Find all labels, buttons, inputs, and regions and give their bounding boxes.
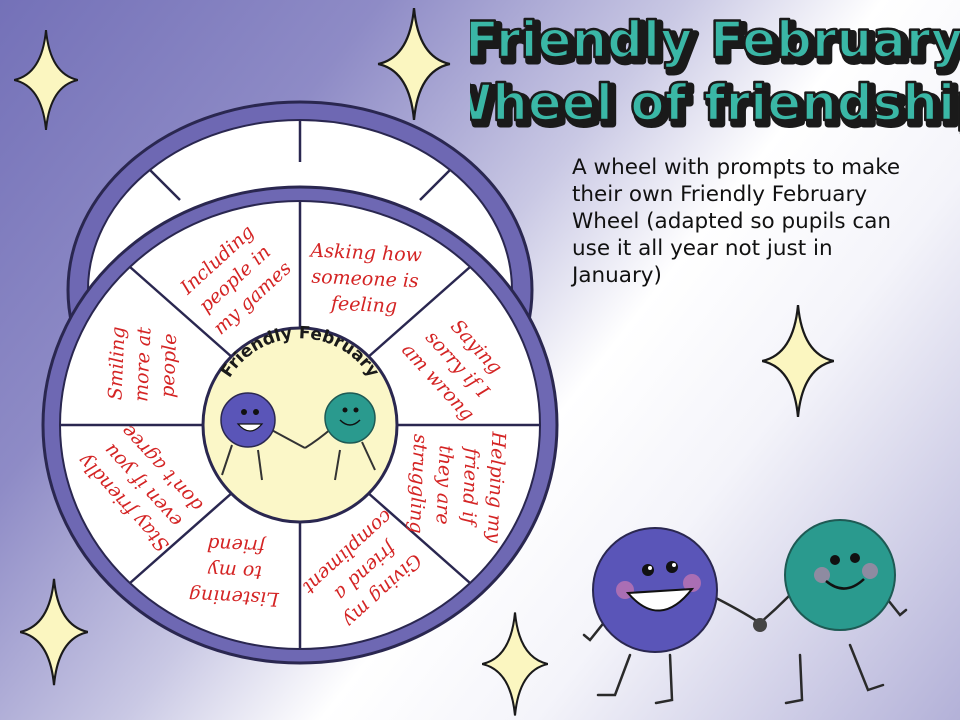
segment-prompt-line: feeling bbox=[328, 292, 397, 317]
description: A wheel with prompts to make their own F… bbox=[572, 154, 942, 289]
title-line1: Friendly February bbox=[470, 11, 960, 69]
segment-prompt-line: struggling bbox=[405, 434, 431, 534]
title-line2: Wheel of friendship bbox=[470, 74, 960, 132]
teal-ball-character bbox=[324, 392, 376, 444]
sparkle-star-icon bbox=[377, 8, 451, 120]
wheel-hub bbox=[201, 326, 399, 524]
hub-characters bbox=[220, 392, 376, 481]
purple-ball-character bbox=[220, 392, 276, 448]
segment-prompt-line: Listening bbox=[188, 584, 280, 610]
segment-prompt-line: they are bbox=[431, 445, 456, 525]
teal-ball-character bbox=[784, 519, 896, 631]
segment-prompt-line: friend bbox=[207, 533, 268, 558]
friends-illustration bbox=[582, 519, 908, 705]
sparkle-star-icon bbox=[482, 612, 548, 716]
segment-prompt-line: Helping my bbox=[483, 430, 510, 543]
page-title: Friendly February Friendly February Whee… bbox=[470, 10, 960, 134]
segment-prompt-line: Asking how bbox=[308, 240, 422, 267]
segment-prompt-line: people bbox=[156, 333, 181, 398]
segment-prompt-line: more at bbox=[130, 326, 155, 402]
description-line: their own Friendly February bbox=[572, 182, 868, 207]
title-line1-shadow: Friendly February bbox=[470, 15, 960, 73]
title-line2-shadow: Wheel of friendship bbox=[470, 78, 960, 134]
sparkle-star-icon bbox=[14, 30, 78, 130]
segment-prompt-line: to my bbox=[207, 559, 262, 583]
purple-ball-character bbox=[592, 527, 718, 653]
segment-prompt-line: Smiling bbox=[104, 326, 129, 401]
description-line: Wheel (adapted so pupils can bbox=[572, 209, 892, 234]
segment-prompt-line: someone is bbox=[311, 266, 419, 293]
sparkle-star-icon bbox=[20, 578, 88, 686]
sparkle-star-icon bbox=[762, 305, 834, 417]
segment-prompt-line: friend if bbox=[457, 445, 483, 528]
description-line: use it all year not just in bbox=[572, 236, 833, 261]
description-line: A wheel with prompts to make bbox=[572, 155, 901, 180]
description-line: January) bbox=[572, 263, 662, 288]
